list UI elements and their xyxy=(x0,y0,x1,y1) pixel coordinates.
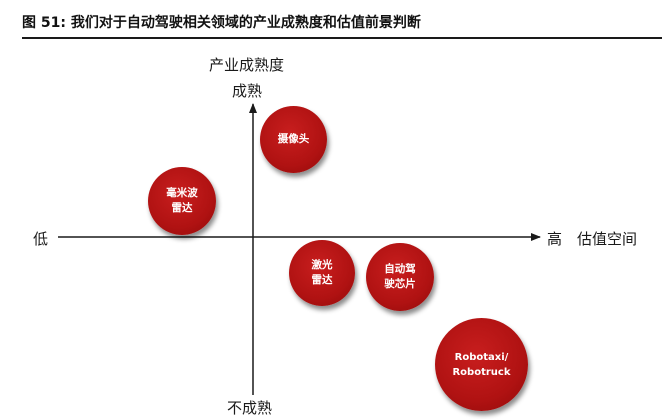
bubble-robotaxi-label: Robotaxi/ Robotruck xyxy=(452,351,511,378)
bubble-robotaxi: Robotaxi/ Robotruck xyxy=(435,318,528,411)
x-axis-title: 估值空间 xyxy=(577,230,638,248)
bubble-lidar: 激光 雷达 xyxy=(289,240,355,306)
title-divider xyxy=(22,37,662,39)
x-axis-left-label: 低 xyxy=(33,230,49,248)
y-axis-top-label: 成熟 xyxy=(232,82,263,100)
y-axis-bottom-label: 不成熟 xyxy=(227,399,273,417)
bubble-mmwave-radar: 毫米波 雷达 xyxy=(148,167,216,235)
y-axis-title: 产业成熟度 xyxy=(209,56,285,74)
figure-title: 图 51: 我们对于自动驾驶相关领域的产业成熟度和估值前景判断 xyxy=(22,15,421,31)
bubble-camera-label: 摄像头 xyxy=(277,133,310,145)
bubble-camera: 摄像头 xyxy=(260,106,327,173)
bubble-ad-chip: 自动驾 驶芯片 xyxy=(366,243,434,311)
bubble-lidar-label: 激光 雷达 xyxy=(311,259,333,286)
bubble-ad-chip-label: 自动驾 驶芯片 xyxy=(384,263,416,290)
bubble-mmwave-radar-label: 毫米波 雷达 xyxy=(166,187,198,214)
x-axis-right-label: 高 xyxy=(547,230,563,248)
